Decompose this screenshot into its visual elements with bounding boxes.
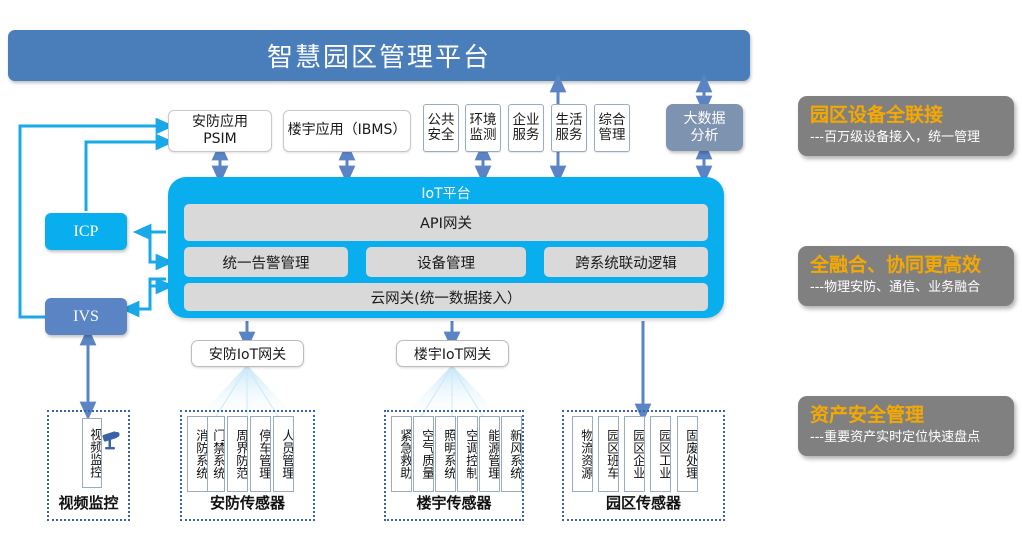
sensor-item-emergency-rescue[interactable]: 紧急救助 [391,416,412,492]
ivs-label: IVS [73,307,99,325]
feature-panel-device-connectivity: 园区设备全联接 ---百万级设备接入，统一管理 [798,96,1014,156]
sensor-item-logistics-resource[interactable]: 物流资源 [572,416,593,492]
app-box-bigdata-analytics[interactable]: 大数据 分析 [666,104,743,151]
app-box-environment-monitor[interactable]: 环境 监测 [465,104,501,152]
sensor-item-energy-management[interactable]: 能源管理 [479,416,500,492]
app-box-psim[interactable]: 安防应用 PSIM [168,110,272,152]
feature-2-title: 全融合、协同更高效 [810,254,982,276]
sensor-item-lighting-system[interactable]: 照明系统 [435,416,456,492]
device-management-label: 设备管理 [417,255,475,272]
unified-alarm-label: 统一告警管理 [222,255,310,272]
environment-line2: 监测 [469,127,497,143]
icp-label: ICP [73,222,99,240]
iot-cloud-gateway[interactable]: 云网关(统一数据接入） [184,283,708,311]
platform-title: 智慧园区管理平台 [266,43,491,73]
bigdata-line2: 分析 [690,127,719,144]
psim-label-line2: PSIM [203,131,237,147]
iot-platform-title: IoT平台 [421,186,471,202]
api-gateway-label: API网关 [420,216,472,232]
feature-panel-asset-security: 资产安全管理 ---重要资产实时定位快速盘点 [798,396,1014,456]
sensor-item-park-shuttle[interactable]: 园区班车 [598,416,619,492]
life-line2: 服务 [555,127,583,143]
group-video-surveillance: 视频监控 [47,410,130,521]
iot-device-management[interactable]: 设备管理 [366,247,526,277]
sensor-item-park-enterprise[interactable]: 园区企业 [624,416,645,492]
sensor-item-hvac-control[interactable]: 空调控制 [457,416,478,492]
ibms-label: 楼宇应用（IBMS） [287,122,407,139]
app-box-integrated-management[interactable]: 综合 管理 [594,104,630,152]
iot-unified-alarm-management[interactable]: 统一告警管理 [184,247,348,277]
gateway-security-label: 安防IoT网关 [208,346,287,363]
psim-label-line1: 安防应用 [192,113,248,130]
group-security-title: 安防传感器 [209,494,285,512]
group-video-title: 视频监控 [58,494,119,512]
iot-api-gateway[interactable]: API网关 [184,204,708,241]
enterprise-line1: 企业 [512,111,540,128]
feature-1-subtitle: ---百万级设备接入，统一管理 [810,129,981,145]
iot-platform-panel: IoT平台 API网关 统一告警管理 设备管理 跨系统联动逻辑 云网关(统一数据… [168,177,724,318]
node-icp[interactable]: ICP [45,213,127,250]
sensor-item-video-surveillance[interactable]: 视频监控 [82,418,102,488]
gateway-building-label: 楼宇IoT网关 [413,346,492,363]
group-security-sensors: 安防传感器 [180,410,315,521]
cross-system-label: 跨系统联动逻辑 [575,255,677,272]
app-box-enterprise-service[interactable]: 企业 服务 [508,104,544,152]
enterprise-line2: 服务 [512,127,540,143]
iot-cross-system-linkage[interactable]: 跨系统联动逻辑 [544,247,708,277]
life-line1: 生活 [555,111,583,128]
group-park-sensors: 园区传感器 [562,410,725,521]
feature-2-subtitle: ---物理安防、通信、业务融合 [810,279,981,295]
sensor-item-park-industry[interactable]: 园区工业 [650,416,671,492]
feature-3-title: 资产安全管理 [810,404,925,426]
app-box-life-service[interactable]: 生活 服务 [551,104,587,152]
sensor-item-access-control[interactable]: 门禁系统 [204,416,225,492]
app-box-ibms[interactable]: 楼宇应用（IBMS） [283,110,411,152]
public-safety-line1: 公共 [427,111,455,128]
public-safety-line2: 安全 [427,127,455,143]
group-building-sensors: 楼宇传感器 [384,410,524,521]
sensor-item-air-quality[interactable]: 空气质量 [413,416,434,492]
sensor-item-solid-waste[interactable]: 固废处理 [677,416,698,492]
group-building-title: 楼宇传感器 [416,494,492,512]
environment-line1: 环境 [469,111,497,128]
sensor-item-fresh-air-system[interactable]: 新风系统 [501,416,522,492]
platform-banner: 智慧园区管理平台 [8,30,750,81]
gateway-security-iot[interactable]: 安防IoT网关 [191,340,304,367]
gateway-building-iot[interactable]: 楼宇IoT网关 [396,340,509,367]
sensor-item-perimeter-protection[interactable]: 周界防范 [227,416,248,492]
integrated-line2: 管理 [598,127,626,143]
sensor-item-parking-management[interactable]: 停车管理 [250,416,271,492]
feature-3-subtitle: ---重要资产实时定位快速盘点 [810,429,981,445]
cloud-gateway-label: 云网关(统一数据接入） [370,290,522,307]
sensor-item-fire-system[interactable]: 消防系统 [187,416,208,492]
cctv-camera-icon [102,431,120,450]
sensor-item-personnel-management[interactable]: 人员管理 [273,416,294,492]
group-park-title: 园区传感器 [605,494,681,512]
feature-1-title: 园区设备全联接 [810,104,944,126]
node-ivs[interactable]: IVS [45,298,127,335]
app-box-public-safety[interactable]: 公共 安全 [423,104,459,152]
integrated-line1: 综合 [598,111,626,128]
bigdata-line1: 大数据 [683,110,726,127]
feature-panel-convergence: 全融合、协同更高效 ---物理安防、通信、业务融合 [798,246,1014,306]
